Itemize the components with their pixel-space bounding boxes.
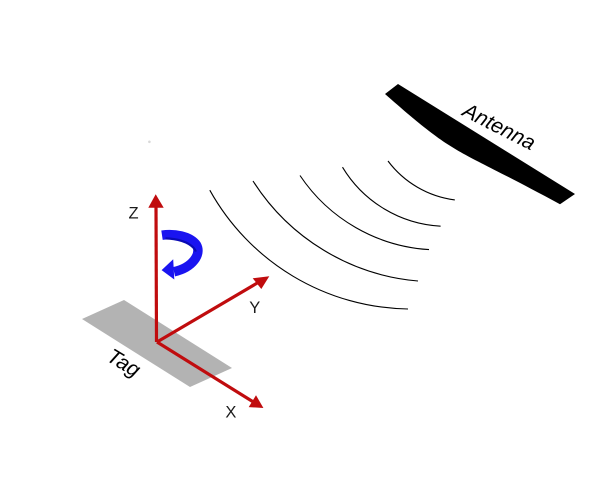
- svg-text:Z: Z: [128, 204, 138, 222]
- svg-text:Y: Y: [249, 299, 260, 317]
- svg-text:X: X: [225, 404, 236, 422]
